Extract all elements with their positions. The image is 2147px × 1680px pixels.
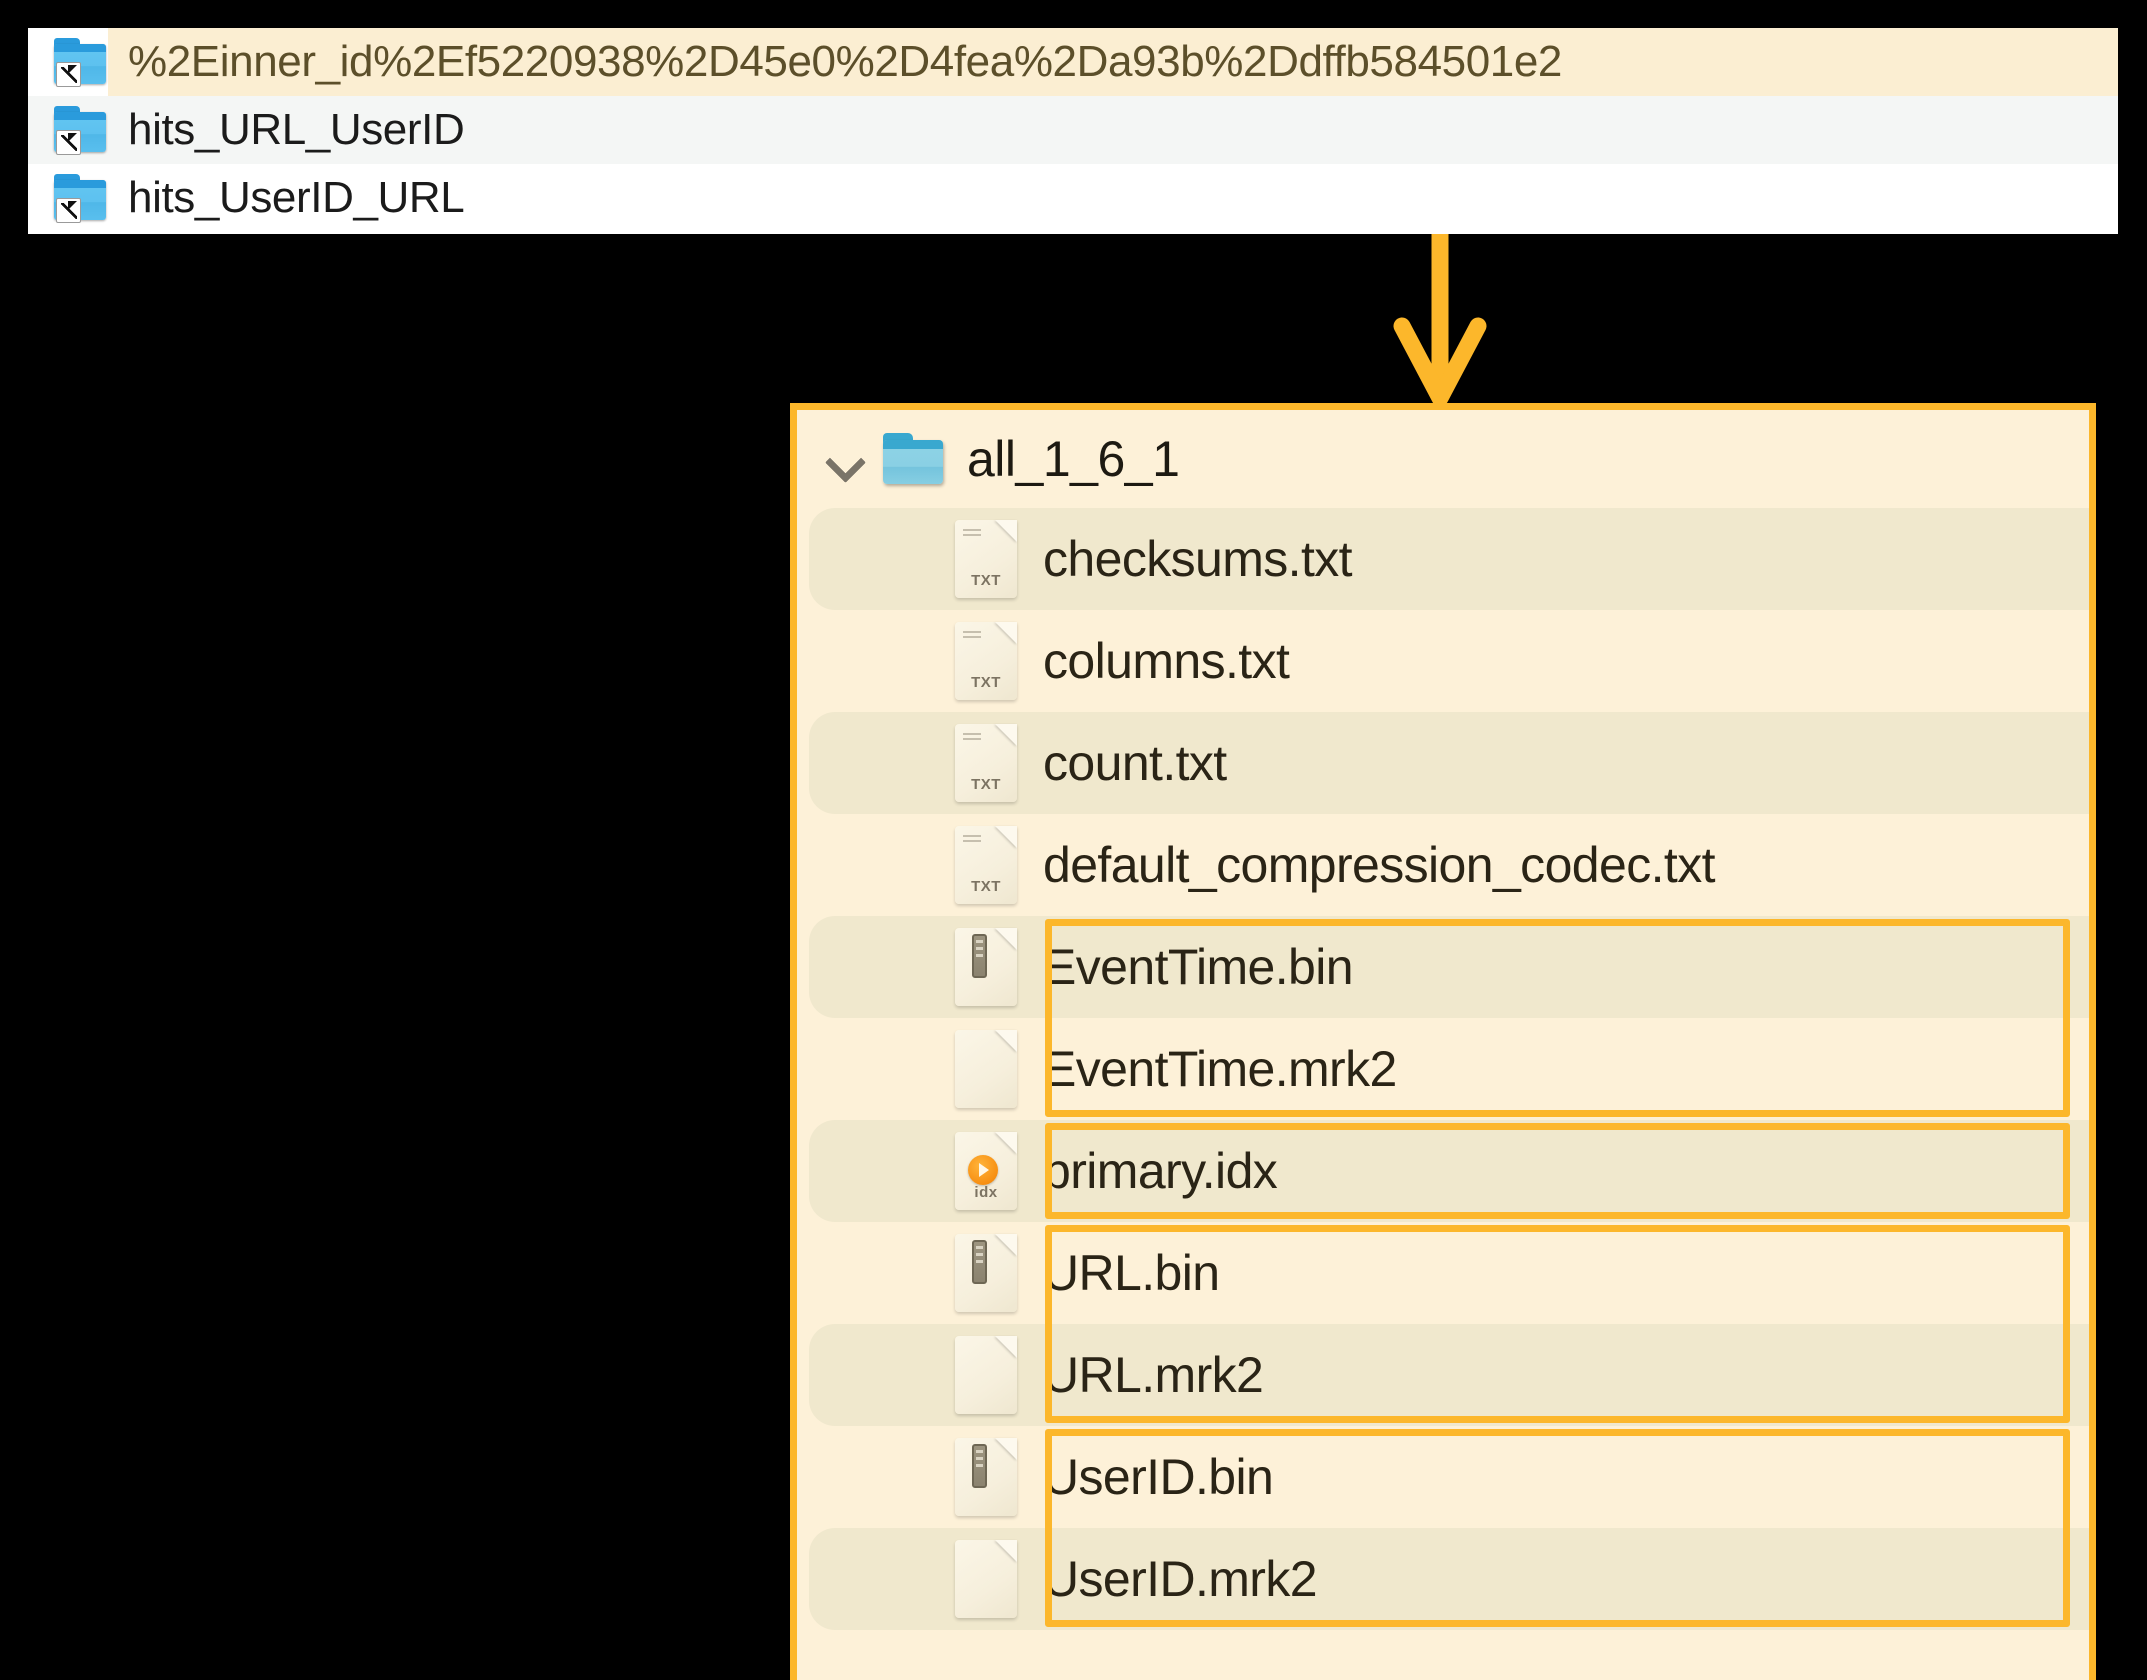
file-row[interactable]: EventTime.bin — [809, 916, 2089, 1018]
bin-file-icon — [955, 1438, 1017, 1516]
file-row[interactable]: TXT columns.txt — [797, 610, 2089, 712]
file-name-label: EventTime.bin — [1043, 939, 1354, 995]
file-row[interactable]: URL.bin — [797, 1222, 2089, 1324]
txt-file-icon: TXT — [955, 520, 1017, 598]
folder-symlink-icon — [54, 174, 108, 223]
file-row[interactable]: TXT count.txt — [809, 712, 2089, 814]
file-name-label: EventTime.mrk2 — [1043, 1041, 1397, 1097]
txt-file-icon: TXT — [955, 826, 1017, 904]
chevron-down-icon[interactable] — [821, 437, 865, 481]
list-item-label: %2Einner_id%2Ef5220938%2D45e0%2D4fea%2Da… — [128, 37, 1562, 86]
blank-file-icon — [955, 1540, 1017, 1618]
file-row[interactable]: URL.mrk2 — [809, 1324, 2089, 1426]
file-name-label: checksums.txt — [1043, 531, 1353, 587]
txt-file-icon: TXT — [955, 622, 1017, 700]
list-item-label: hits_UserID_URL — [128, 173, 465, 222]
list-item-label-wrap: hits_UserID_URL — [108, 164, 2118, 232]
file-row[interactable]: idx primary.idx — [809, 1120, 2089, 1222]
blank-file-icon — [955, 1030, 1017, 1108]
symlink-folder-list: %2Einner_id%2Ef5220938%2D45e0%2D4fea%2Da… — [28, 28, 2118, 234]
bin-file-icon — [955, 928, 1017, 1006]
file-name-label: default_compression_codec.txt — [1043, 837, 1715, 893]
file-row[interactable]: TXT checksums.txt — [809, 508, 2089, 610]
folder-icon — [883, 433, 945, 485]
list-item[interactable]: hits_UserID_URL — [28, 164, 2118, 232]
file-row[interactable]: UserID.bin — [797, 1426, 2089, 1528]
file-name-label: columns.txt — [1043, 633, 1290, 689]
file-name-label: URL.bin — [1043, 1245, 1220, 1301]
list-item-label-wrap: hits_URL_UserID — [108, 96, 2118, 164]
file-name-label: URL.mrk2 — [1043, 1347, 1264, 1403]
file-name-label: primary.idx — [1043, 1143, 1278, 1199]
blank-file-icon — [955, 1336, 1017, 1414]
bin-file-icon — [955, 1234, 1017, 1312]
list-item[interactable]: %2Einner_id%2Ef5220938%2D45e0%2D4fea%2Da… — [28, 28, 2118, 96]
txt-file-icon: TXT — [955, 724, 1017, 802]
file-row[interactable]: TXT default_compression_codec.txt — [797, 814, 2089, 916]
list-item-label-highlight: %2Einner_id%2Ef5220938%2D45e0%2D4fea%2Da… — [108, 28, 2118, 96]
file-ext-label: TXT — [971, 878, 1001, 895]
file-name-label: count.txt — [1043, 735, 1227, 791]
idx-file-icon: idx — [955, 1132, 1017, 1210]
list-item[interactable]: hits_URL_UserID — [28, 96, 2118, 164]
file-name-label: UserID.bin — [1043, 1449, 1274, 1505]
file-row[interactable]: UserID.mrk2 — [809, 1528, 2089, 1630]
list-item-label: hits_URL_UserID — [128, 105, 465, 154]
file-row[interactable]: EventTime.mrk2 — [797, 1018, 2089, 1120]
folder-symlink-icon — [54, 38, 108, 87]
file-ext-label: TXT — [971, 674, 1001, 691]
file-name-label: UserID.mrk2 — [1043, 1551, 1318, 1607]
folder-header-row[interactable]: all_1_6_1 — [797, 410, 2089, 508]
folder-name-label: all_1_6_1 — [967, 431, 1180, 487]
file-ext-label: TXT — [971, 776, 1001, 793]
folder-symlink-icon — [54, 106, 108, 155]
file-ext-label: idx — [974, 1184, 998, 1201]
file-ext-label: TXT — [971, 572, 1001, 589]
